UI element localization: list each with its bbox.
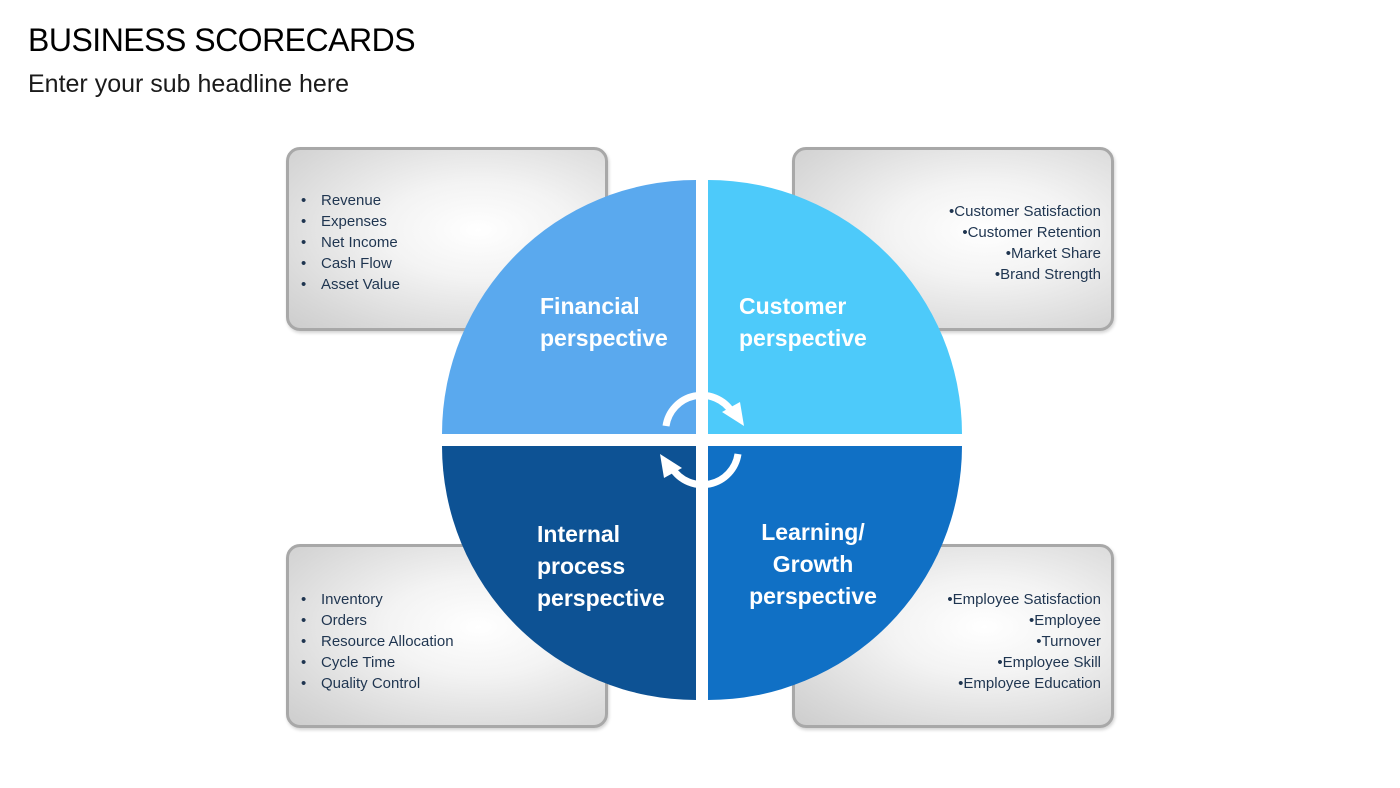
financial-label-line2: perspective [540, 325, 668, 351]
list-item: Employee [937, 610, 1101, 631]
list-item: Inventory [301, 589, 454, 610]
customer-metrics-list: Customer Satisfaction Customer Retention… [938, 201, 1101, 285]
list-item: Orders [301, 610, 454, 631]
list-item: Employee Satisfaction [937, 589, 1101, 610]
learning-label-line1: Learning/ [761, 519, 865, 545]
page-title: BUSINESS SCORECARDS [28, 22, 416, 58]
list-item: Employee Skill [937, 652, 1101, 673]
list-item: Customer Satisfaction [938, 201, 1101, 222]
list-item: Quality Control [301, 673, 454, 694]
internal-label-line3: perspective [537, 585, 665, 611]
list-item: Net Income [301, 232, 400, 253]
internal-process-quadrant [442, 446, 696, 700]
internal-process-metrics-list: Inventory Orders Resource Allocation Cyc… [301, 589, 454, 694]
customer-quadrant [708, 180, 962, 434]
list-item: Market Share [938, 243, 1101, 264]
financial-label-line1: Financial [540, 293, 640, 319]
list-item: Customer Retention [938, 222, 1101, 243]
list-item: Cycle Time [301, 652, 454, 673]
learning-label-line3: perspective [749, 583, 877, 609]
financial-quadrant [442, 180, 696, 434]
customer-label-line1: Customer [739, 293, 846, 319]
list-item: Turnover [937, 631, 1101, 652]
cycle-arrows-icon [660, 391, 744, 489]
list-item: Brand Strength [938, 264, 1101, 285]
list-item: Asset Value [301, 274, 400, 295]
list-item: Revenue [301, 190, 400, 211]
learning-label-line2: Growth [773, 551, 854, 577]
page-subtitle: Enter your sub headline here [28, 70, 350, 98]
list-item: Cash Flow [301, 253, 400, 274]
learning-growth-metrics-list: Employee Satisfaction Employee Turnover … [937, 589, 1101, 694]
learning-growth-quadrant [708, 446, 962, 700]
customer-label-line2: perspective [739, 325, 867, 351]
internal-label-line1: Internal [537, 521, 620, 547]
list-item: Employee Education [937, 673, 1101, 694]
financial-metrics-list: Revenue Expenses Net Income Cash Flow As… [301, 190, 400, 295]
list-item: Resource Allocation [301, 631, 454, 652]
list-item: Expenses [301, 211, 400, 232]
internal-label-line2: process [537, 553, 625, 579]
